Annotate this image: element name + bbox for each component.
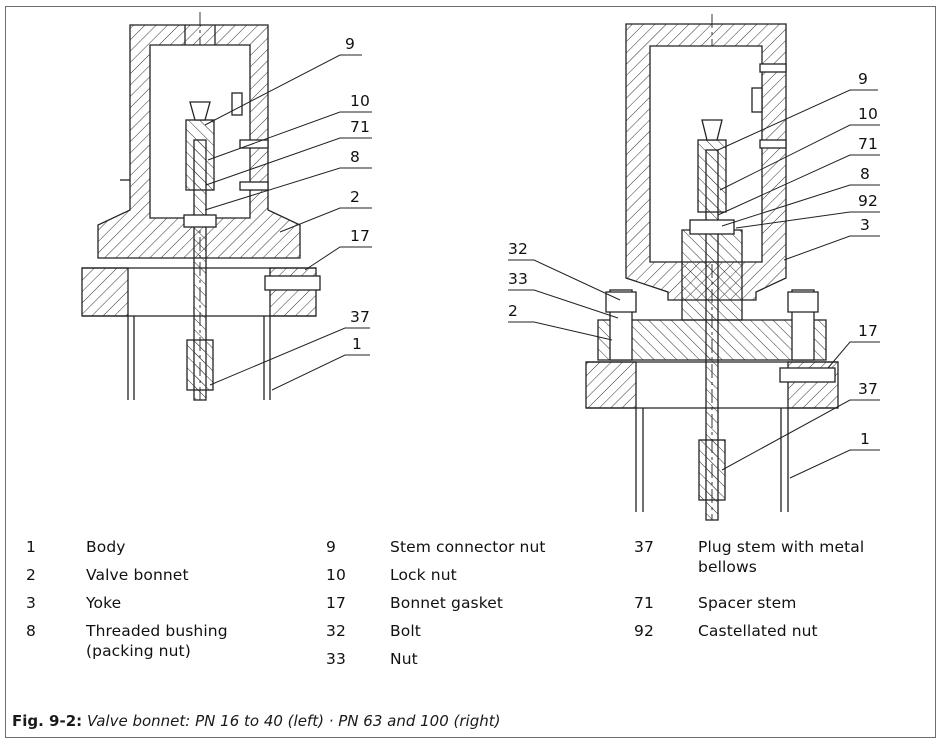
callout-right-9: 9 bbox=[858, 70, 868, 88]
callout-left-1: 1 bbox=[352, 335, 362, 353]
legend-desc: Spacer stem bbox=[698, 594, 797, 612]
callout-right-92: 92 bbox=[858, 192, 878, 210]
callout-right-3: 3 bbox=[860, 216, 870, 234]
right-view-pn63-100 bbox=[585, 14, 839, 521]
callout-right-2: 2 bbox=[508, 302, 518, 320]
legend-num: 10 bbox=[326, 566, 346, 584]
callout-right-33: 33 bbox=[508, 270, 528, 288]
callout-left-37: 37 bbox=[350, 308, 370, 326]
left-view-pn16-40 bbox=[81, 12, 321, 401]
legend-num: 8 bbox=[26, 622, 36, 640]
callout-right-10: 10 bbox=[858, 105, 878, 123]
callout-left-17: 17 bbox=[350, 227, 370, 245]
callout-left-10: 10 bbox=[350, 92, 370, 110]
legend-num: 17 bbox=[326, 594, 346, 612]
parts-legend: 1 Body 2 Valve bonnet 3 Yoke 8 Threaded … bbox=[26, 538, 865, 668]
callout-left-9: 9 bbox=[345, 35, 355, 53]
legend-desc: Stem connector nut bbox=[390, 538, 546, 556]
caption-label: Fig. 9-2: bbox=[12, 712, 83, 730]
callout-right-32: 32 bbox=[508, 240, 528, 258]
figure-frame bbox=[5, 6, 936, 738]
right-leader-lines bbox=[508, 89, 880, 479]
callout-left-2: 2 bbox=[350, 188, 360, 206]
legend-num: 33 bbox=[326, 650, 346, 668]
callout-left-71: 71 bbox=[350, 118, 370, 136]
right-callouts: 9 10 71 8 92 3 32 33 2 17 37 1 bbox=[508, 70, 878, 448]
legend-num: 1 bbox=[26, 538, 36, 556]
callout-right-8: 8 bbox=[860, 165, 870, 183]
callout-right-71: 71 bbox=[858, 135, 878, 153]
legend-desc: Body bbox=[86, 538, 126, 556]
callout-right-17: 17 bbox=[858, 322, 878, 340]
legend-desc: Threaded bushing (packing nut) bbox=[86, 622, 228, 660]
legend-num: 9 bbox=[326, 538, 336, 556]
callout-left-8: 8 bbox=[350, 148, 360, 166]
legend-num: 71 bbox=[634, 594, 654, 612]
legend-desc: Bonnet gasket bbox=[390, 594, 504, 612]
caption-text: Valve bonnet: PN 16 to 40 (left) · PN 63… bbox=[86, 712, 501, 730]
figure-caption: Fig. 9-2: Valve bonnet: PN 16 to 40 (lef… bbox=[12, 712, 500, 730]
left-callouts: 9 10 71 8 2 17 37 1 bbox=[345, 35, 370, 353]
legend-desc: Nut bbox=[390, 650, 418, 668]
legend-desc: Bolt bbox=[390, 622, 421, 640]
valve-bonnet-drawing bbox=[81, 12, 880, 521]
left-leader-lines bbox=[204, 54, 372, 391]
legend-num: 37 bbox=[634, 538, 654, 556]
legend-desc: Yoke bbox=[86, 594, 122, 612]
legend-desc: Plug stem with metal bellows bbox=[698, 538, 865, 576]
legend-num: 3 bbox=[26, 594, 36, 612]
legend-desc: Castellated nut bbox=[698, 622, 818, 640]
callout-right-1: 1 bbox=[860, 430, 870, 448]
legend-num: 92 bbox=[634, 622, 654, 640]
legend-desc: Lock nut bbox=[390, 566, 457, 584]
legend-num: 2 bbox=[26, 566, 36, 584]
callout-right-37: 37 bbox=[858, 380, 878, 398]
legend-num: 32 bbox=[326, 622, 346, 640]
legend-desc: Valve bonnet bbox=[86, 566, 189, 584]
